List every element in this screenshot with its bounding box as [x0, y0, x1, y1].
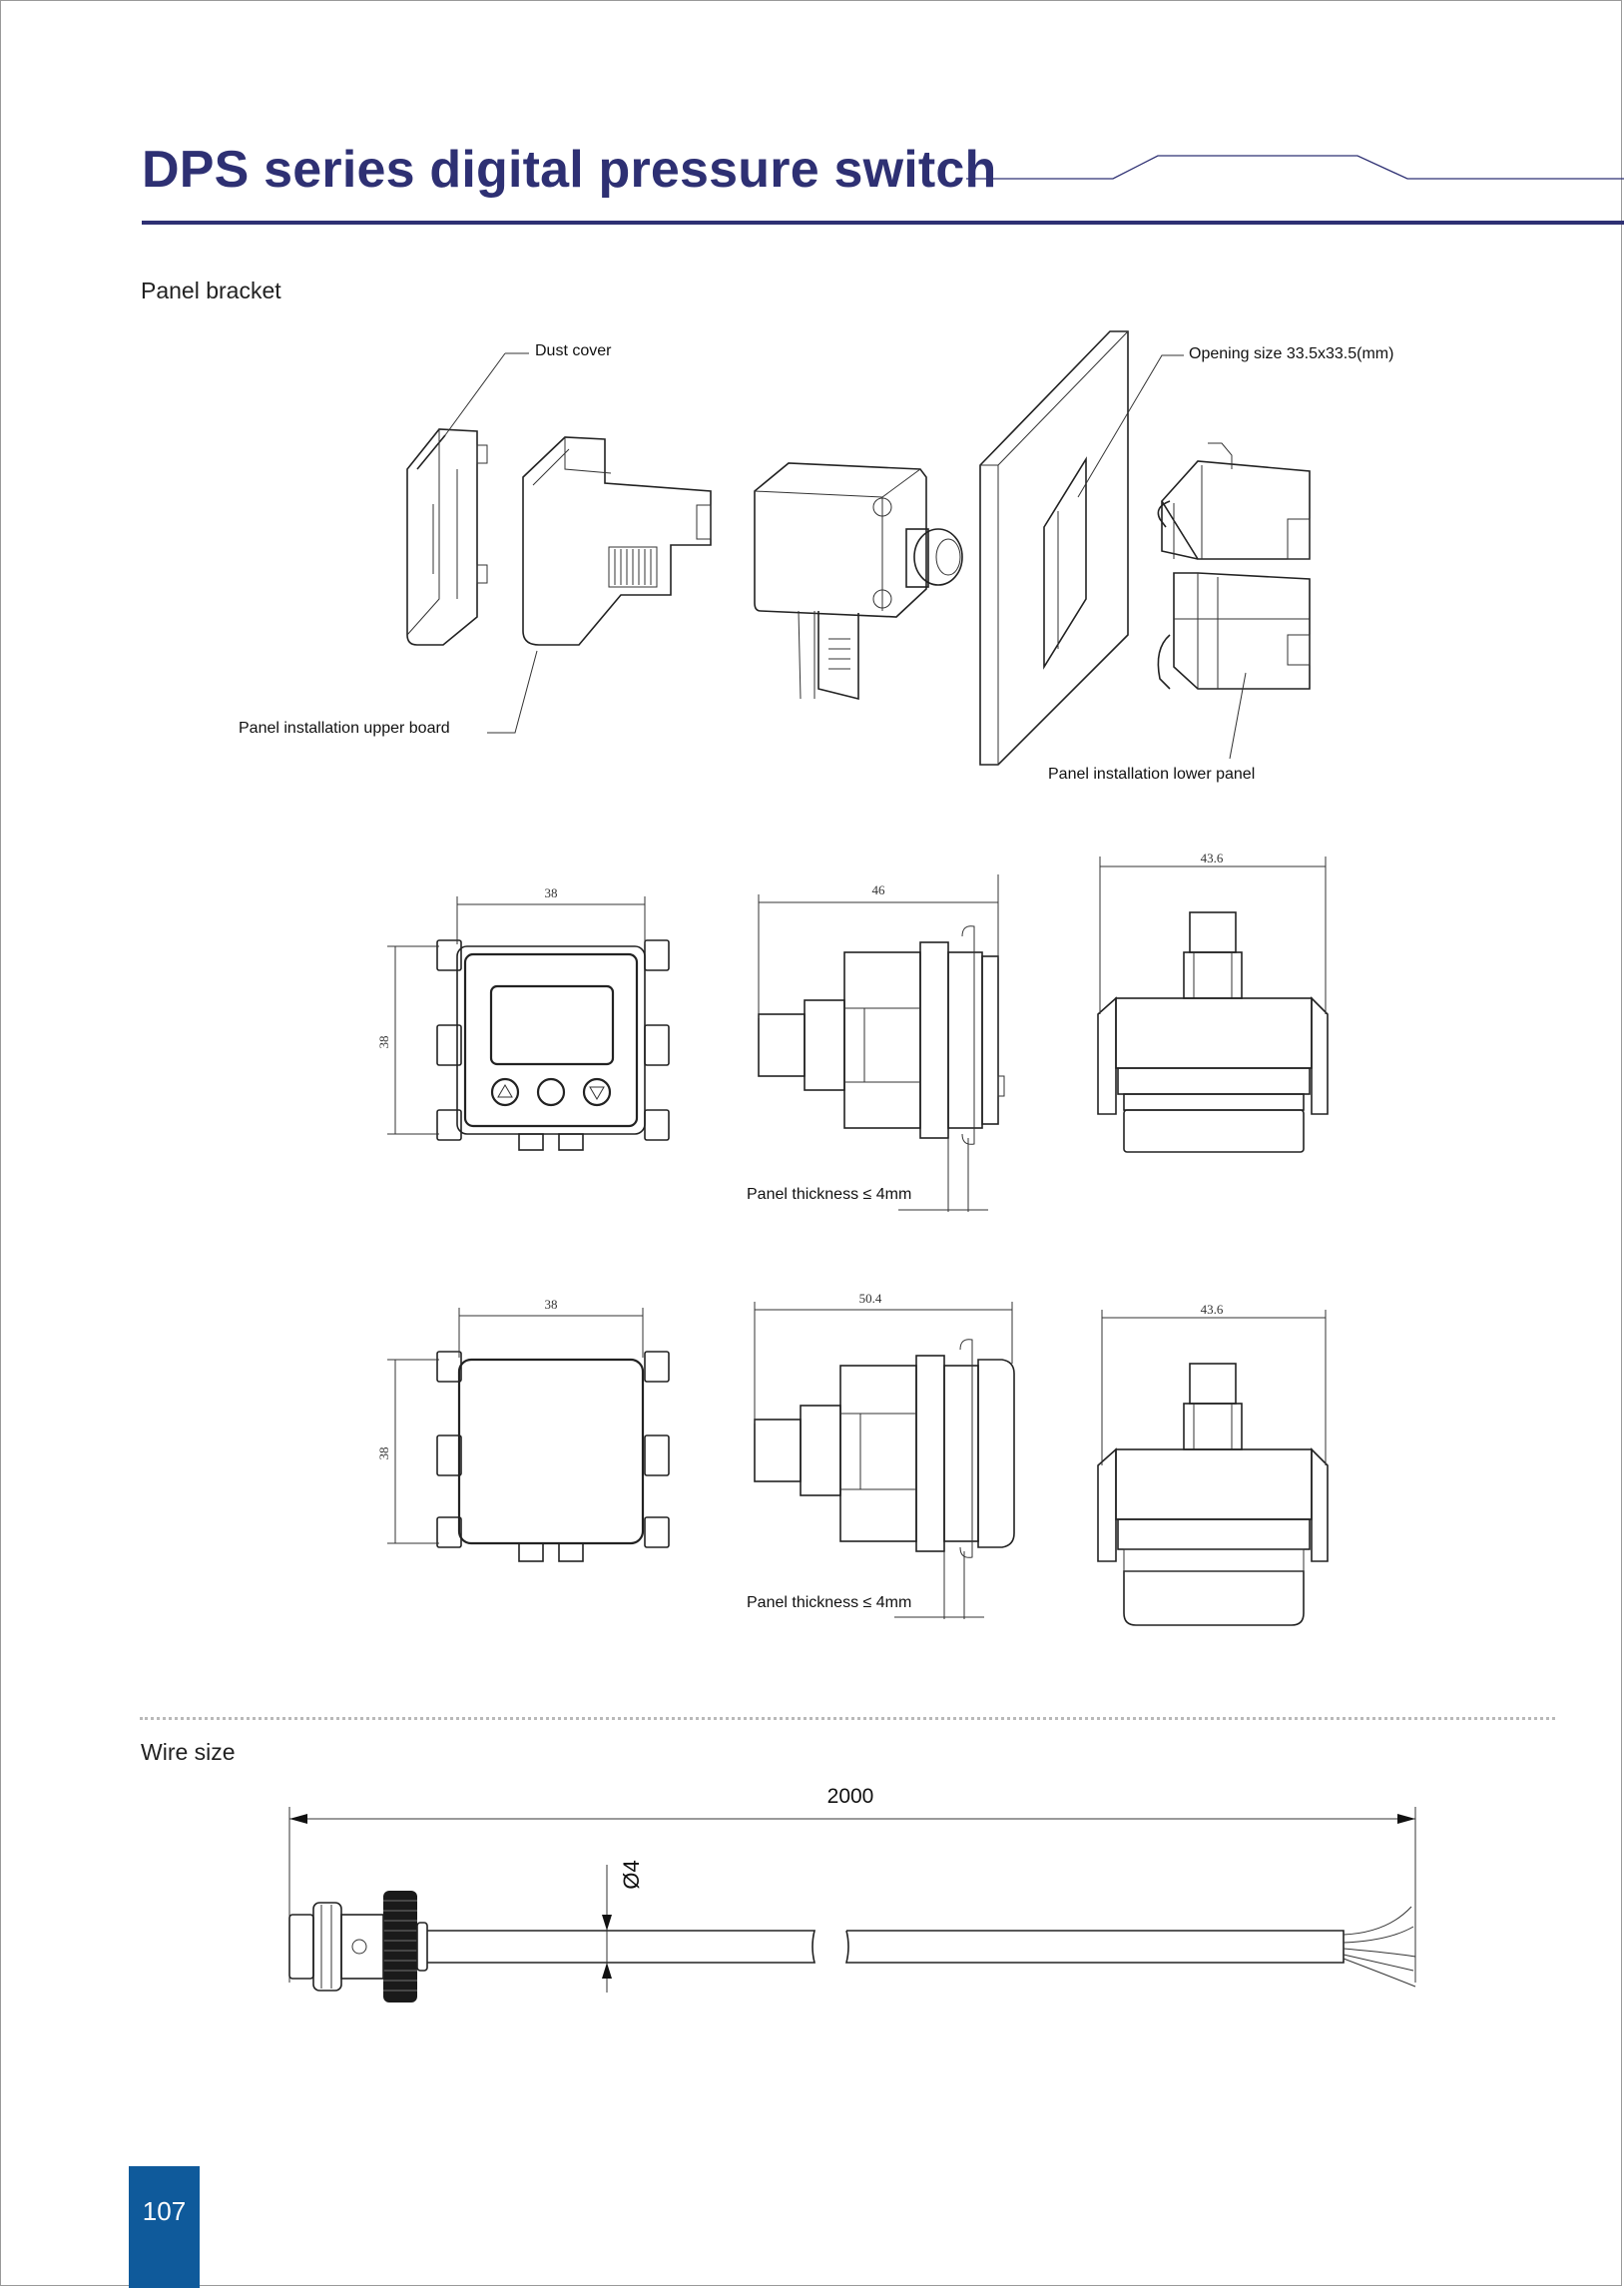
row1-top-view [1097, 911, 1329, 1153]
section-divider [140, 1717, 1555, 1720]
upper-board-leader [487, 650, 538, 734]
row1-top-width-label: 43.6 [1201, 851, 1224, 865]
row2-front-dims [387, 1308, 644, 1544]
row2-front-height-label: 38 [376, 1447, 391, 1460]
row1-side-width-label: 46 [872, 882, 886, 897]
callout-lower-panel: Panel installation lower panel [1048, 766, 1256, 783]
opening-size-leader [1077, 354, 1184, 498]
dust-cover-leader [444, 352, 506, 436]
row1-front-dims [387, 896, 646, 1135]
row2-side-view [754, 1339, 1015, 1558]
row2-top-dims [1101, 1310, 1327, 1465]
callout-opening-size: Opening size 33.5x33.5(mm) [1189, 345, 1394, 362]
callout-upper-board: Panel installation upper board [239, 720, 450, 737]
row1-front-height-label: 38 [376, 1036, 391, 1049]
wire-diameter-dim [602, 1865, 612, 1993]
row1-front-view [436, 939, 670, 1151]
wire-cable [427, 1906, 1416, 1988]
row2-front-width-label: 38 [545, 1297, 558, 1312]
lower-panel-drawing [1157, 442, 1311, 690]
wire-length-label: 2000 [827, 1785, 874, 1808]
row2-top-width-label: 43.6 [1201, 1302, 1224, 1317]
row1-side-dims [758, 874, 999, 1212]
mounting-panel-drawing [979, 330, 1129, 766]
lower-panel-leader [1229, 672, 1247, 760]
wire-connector [288, 1891, 428, 2002]
header-decor-line [966, 155, 1624, 180]
row1-top-dims [1099, 857, 1327, 1014]
page-title: DPS series digital pressure switch [142, 141, 997, 199]
callout-dust-cover: Dust cover [535, 342, 612, 359]
upper-board-drawing [522, 436, 712, 646]
section-panel-bracket: Panel bracket [141, 278, 281, 303]
row2-front-view [436, 1351, 670, 1562]
section-wire-size: Wire size [141, 1739, 236, 1765]
wire-diameter-label: Ø4 [619, 1860, 644, 1889]
row2-side-width-label: 50.4 [859, 1291, 882, 1306]
callout-panel-thickness-1: Panel thickness ≤ 4mm [747, 1186, 912, 1203]
row2-top-view [1097, 1363, 1329, 1626]
dust-cover-drawing [406, 428, 488, 646]
wire-length-dim [288, 1807, 1416, 1983]
page-number: 107 [129, 2166, 200, 2288]
row2-side-dims [754, 1302, 1013, 1619]
row1-front-width-label: 38 [545, 885, 558, 900]
row1-side-view [758, 925, 1005, 1145]
callout-panel-thickness-2: Panel thickness ≤ 4mm [747, 1594, 912, 1611]
sensor-body-drawing [754, 462, 963, 701]
title-underline [142, 221, 1624, 225]
